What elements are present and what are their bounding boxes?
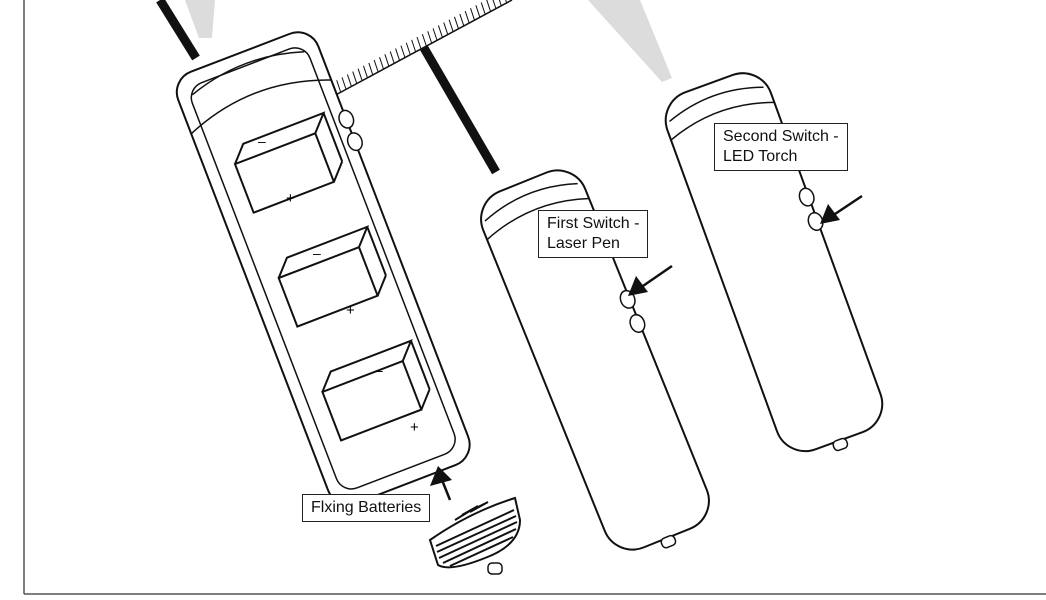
label-first-switch-line1: First Switch - <box>547 215 640 232</box>
hatch-mark <box>373 59 379 73</box>
hatch-mark <box>459 13 465 27</box>
switch-knob <box>338 109 355 129</box>
battery-end-cap <box>428 496 522 575</box>
hatch-mark <box>470 8 476 21</box>
hatch-mark <box>357 68 363 81</box>
hatch-mark <box>395 48 401 61</box>
hatch-mark <box>448 19 454 32</box>
battery-2 <box>277 225 387 328</box>
led-torch-switch <box>798 187 815 207</box>
battery-1 <box>233 111 344 214</box>
hatch-mark <box>362 65 368 78</box>
label-fixing-batteries: Flxing Batteries <box>302 494 431 522</box>
label-first-switch: First Switch - Laser Pen <box>538 210 649 258</box>
battery-sign-plus: + <box>286 190 295 207</box>
hatch-mark <box>432 28 438 41</box>
hatch-mark <box>427 31 433 44</box>
hatch-mark <box>453 16 459 29</box>
hatch-mark <box>492 0 497 9</box>
torch-battery-view <box>175 31 471 506</box>
hatch-mark <box>498 0 502 6</box>
battery-sign-plus: + <box>410 419 419 436</box>
hatch-mark <box>368 62 374 76</box>
hatch-mark <box>352 71 358 84</box>
label-fixing-batteries-text: Flxing Batteries <box>311 499 422 516</box>
hatch-mark <box>437 25 443 38</box>
hatch-mark <box>384 54 390 67</box>
light-beam-left <box>185 0 215 38</box>
label-second-switch-line2: LED Torch <box>723 148 798 165</box>
hatch-mark <box>505 0 508 4</box>
label-first-switch-line2: Laser Pen <box>547 235 620 252</box>
hatch-mark <box>411 39 417 53</box>
hatch-mark <box>486 0 492 12</box>
switch-knob <box>346 132 363 152</box>
hatch-mark <box>416 36 422 50</box>
hatched-surface <box>325 0 513 99</box>
arrow-second-switch-icon <box>820 194 863 224</box>
switch-knob <box>629 313 646 333</box>
hatch-mark <box>341 77 347 90</box>
battery-sign-plus: + <box>346 302 355 319</box>
hatch-mark <box>346 74 352 87</box>
hatch-mark <box>480 2 486 15</box>
hatch-mark <box>405 42 411 55</box>
hatch-mark <box>336 80 342 93</box>
light-beam-right <box>588 0 672 82</box>
hatch-mark <box>475 5 481 18</box>
battery-sign-minus: – <box>313 245 321 261</box>
torch-laser-pen <box>480 169 710 551</box>
battery-sign-minus: – <box>258 133 266 149</box>
label-second-switch-line1: Second Switch - <box>723 128 839 145</box>
arrow-fixing-batteries-icon <box>430 466 452 501</box>
label-second-switch: Second Switch - LED Torch <box>714 123 848 171</box>
hatch-mark <box>443 22 449 35</box>
hatch-mark <box>400 45 406 58</box>
arrow-first-switch-icon <box>628 264 673 296</box>
hatch-mark <box>389 51 395 64</box>
cord-left <box>156 0 200 61</box>
cord-middle <box>420 45 500 175</box>
hatch-mark <box>379 57 385 70</box>
battery-sign-minus: – <box>375 362 383 378</box>
battery-3 <box>321 338 431 442</box>
hatch-mark <box>464 10 470 24</box>
hatch-mark <box>421 33 427 47</box>
